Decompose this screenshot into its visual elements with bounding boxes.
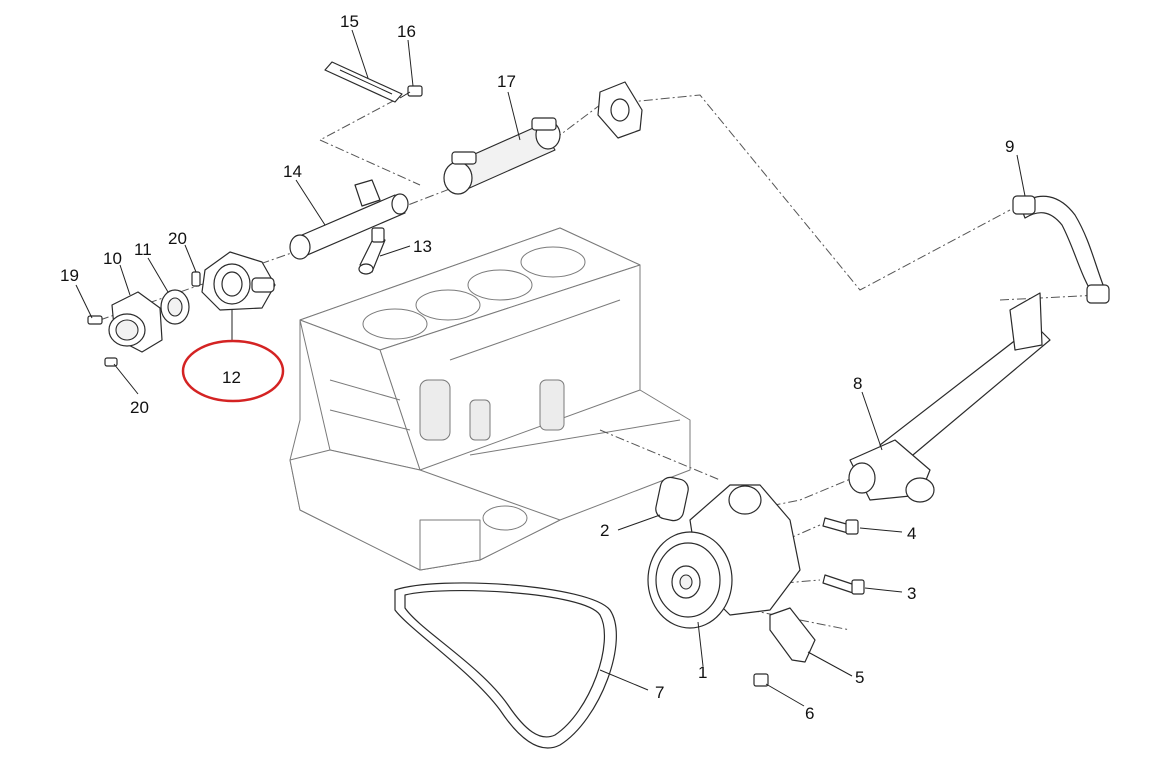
part-2-gasket bbox=[655, 476, 689, 522]
part-13-sensor bbox=[358, 227, 386, 275]
callout-16: 16 bbox=[397, 22, 416, 41]
callout-3: 3 bbox=[907, 584, 916, 603]
callout-12: 12 bbox=[222, 368, 241, 387]
callout-4: 4 bbox=[907, 524, 916, 543]
callout-8: 8 bbox=[853, 374, 862, 393]
part-17-hose bbox=[443, 117, 561, 195]
callout-20-lower: 20 bbox=[130, 398, 149, 417]
part-10-cover bbox=[108, 291, 163, 353]
part-3-bolt bbox=[822, 574, 865, 595]
part-4-bolt bbox=[822, 517, 859, 535]
callout-10: 10 bbox=[103, 249, 122, 268]
callout-6: 6 bbox=[805, 704, 814, 723]
part-1-water-pump bbox=[647, 484, 801, 629]
callout-15: 15 bbox=[340, 12, 359, 31]
part-11-thermostat bbox=[160, 289, 190, 325]
part-6-bolt bbox=[753, 673, 769, 687]
part-16-bolt bbox=[399, 85, 423, 99]
callout-11: 11 bbox=[134, 240, 152, 259]
callout-labels: 15 16 17 14 13 20 11 10 19 12 20 9 8 4 3… bbox=[60, 12, 1014, 723]
engine-block bbox=[289, 227, 691, 571]
part-14-pipe bbox=[289, 179, 409, 260]
callout-17: 17 bbox=[497, 72, 516, 91]
flange-gasket bbox=[597, 81, 643, 139]
part-5-bracket bbox=[769, 607, 816, 663]
callout-5: 5 bbox=[855, 668, 864, 687]
callout-14: 14 bbox=[283, 162, 302, 181]
part-8-outlet-pipe bbox=[848, 292, 1051, 503]
part-9-hose bbox=[1012, 195, 1110, 304]
callout-1: 1 bbox=[698, 663, 707, 682]
callout-20-upper: 20 bbox=[168, 229, 187, 248]
callout-2: 2 bbox=[600, 521, 609, 540]
callout-9: 9 bbox=[1005, 137, 1014, 156]
part-15-bracket bbox=[324, 61, 403, 103]
callout-13: 13 bbox=[413, 237, 432, 256]
leader-lines bbox=[75, 29, 1026, 707]
part-7-drive-belt bbox=[394, 582, 617, 749]
part-19-bolt bbox=[87, 315, 103, 325]
part-20-bolt-upper bbox=[191, 271, 201, 287]
part-12-thermostat-housing bbox=[201, 251, 276, 311]
callout-19: 19 bbox=[60, 266, 79, 285]
callout-7: 7 bbox=[655, 683, 664, 702]
highlight-ellipse bbox=[181, 339, 285, 403]
